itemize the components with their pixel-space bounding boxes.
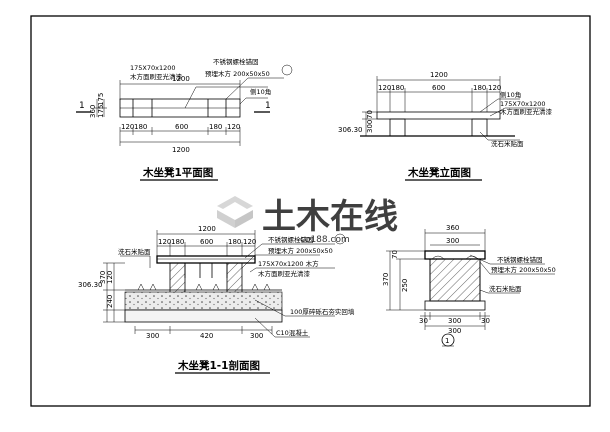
plan-wood-top-note: 175X70x1200 <box>130 64 176 72</box>
elevation-total-dim: 1200 <box>430 71 448 79</box>
side-embedded-note: 预埋木方 200x50x50 <box>491 265 556 274</box>
section-left-dim-2: 120 <box>106 271 114 284</box>
side-left-dim-2: 250 <box>401 279 409 292</box>
elevation-dim-part-5: 120 <box>488 84 501 92</box>
plan-dim-part-3: 600 <box>175 123 188 131</box>
section-left-dim-1: 370 <box>99 271 107 284</box>
elevation-dim-part-3: 600 <box>432 84 445 92</box>
side-base-note: 洗石米贴面 <box>489 284 522 293</box>
section-embedded-note: 预埋木方 200x50x50 <box>268 246 333 255</box>
section-steel-bolt-note: 不锈钢螺栓锚固 <box>268 235 314 244</box>
plan-dim-part-2: 180 <box>134 123 147 131</box>
section-bottom-dim-2: 420 <box>200 332 213 340</box>
plan-view: 1200 175X70x1200 木方面刷亚光清漆 不锈钢螺栓锚固 预埋木方 2… <box>76 57 293 181</box>
side-steel-bolt-note: 不锈钢螺栓锚固 <box>497 255 543 264</box>
plan-beam-note: 侧10角 <box>250 87 271 96</box>
sheet-border <box>30 15 591 407</box>
section-bottom-dim-3: 300 <box>250 332 263 340</box>
watermark-text: 土木在线 <box>262 197 398 237</box>
plan-depth-dim: 360 <box>89 105 97 118</box>
plan-wood-finish-note: 木方面刷亚光清漆 <box>130 72 183 81</box>
watermark-logo-icon <box>217 196 253 228</box>
plan-title: 木坐凳1平面图 <box>142 166 213 179</box>
plan-dim-part-4: 180 <box>209 123 222 131</box>
section-base-note: 洗石米贴面 <box>118 247 151 256</box>
section-wood-top-note: 175X70x1200 木方 <box>258 259 319 268</box>
section-dim-part-3: 600 <box>200 238 213 246</box>
section-bottom-dim-1: 300 <box>146 332 159 340</box>
side-bottom-dim-3: 30 <box>481 317 490 325</box>
section-level-dim: 306.30 <box>78 281 103 289</box>
plan-total-dim: 1200 <box>172 75 190 83</box>
section-concrete-note: C10混凝土 <box>276 328 309 337</box>
plan-steel-bolt-note: 不锈钢螺栓锚固 <box>213 57 259 66</box>
side-bottom-dim-2: 300 <box>448 317 461 325</box>
section-total-dim: 1200 <box>198 225 216 233</box>
elevation-wood-top-note: 175X70x1200 <box>500 100 546 108</box>
elevation-title: 木坐凳立面图 <box>407 166 471 179</box>
elevation-view: 1200 120 180 600 180 120 70 300 306.30 侧… <box>338 71 553 181</box>
section-title: 木坐凳1-1剖面图 <box>177 359 260 372</box>
plan-embedded-note: 预埋木方 200x50x50 <box>205 69 270 78</box>
section-dim-part-1: 120 <box>158 238 171 246</box>
elevation-side-dim-2: 300 <box>366 120 374 133</box>
watermark-subtext: co188.com <box>300 235 350 245</box>
plan-section-mark-left: 1 <box>79 101 85 111</box>
elevation-wood-finish-note: 木方面刷亚光清漆 <box>500 107 553 116</box>
elevation-level-dim: 306.30 <box>338 126 363 134</box>
section-dim-part-5: 120 <box>243 238 256 246</box>
section-view: 1200 120 180 600 180 120 洗石米贴面 不锈钢螺栓锚固 预… <box>78 225 355 374</box>
elevation-beam-note: 侧10角 <box>500 90 521 99</box>
side-bottom-dim-1: 30 <box>419 317 428 325</box>
side-inner-dim: 300 <box>446 237 459 245</box>
elevation-dim-part-2: 180 <box>391 84 404 92</box>
plan-section-mark-right: 1 <box>265 101 271 111</box>
watermark: 土木在线 co188.com <box>217 196 398 245</box>
elevation-dim-part-4: 180 <box>473 84 486 92</box>
side-detail-mark: 1 <box>445 337 449 345</box>
section-gravel-note: 100厚碎砾石夯实回填 <box>290 307 355 316</box>
plan-side-dim-1: 175 <box>97 93 105 106</box>
side-left-dim-3: 370 <box>382 273 390 286</box>
side-left-dim-1: 70 <box>391 250 399 259</box>
plan-dim-part-1: 120 <box>121 123 134 131</box>
elevation-base-note: 洗石米贴面 <box>491 139 524 148</box>
side-view: 360 300 70 250 370 30 300 30 300 不锈钢螺栓锚固… <box>382 224 556 347</box>
plan-bottom-total-dim: 1200 <box>172 146 190 154</box>
plan-side-dim-2: 175 <box>97 105 105 118</box>
plan-dim-part-5: 120 <box>227 123 240 131</box>
elevation-dim-part-1: 120 <box>378 84 391 92</box>
side-top-dim: 360 <box>446 224 459 232</box>
section-left-dim-3: 240 <box>106 295 114 308</box>
section-wood-finish-note: 木方面刷亚光清漆 <box>258 269 311 278</box>
section-dim-part-2: 180 <box>171 238 184 246</box>
section-dim-part-4: 180 <box>228 238 241 246</box>
elevation-side-dim-1: 70 <box>366 110 374 119</box>
side-bottom-total-dim: 300 <box>448 327 461 335</box>
